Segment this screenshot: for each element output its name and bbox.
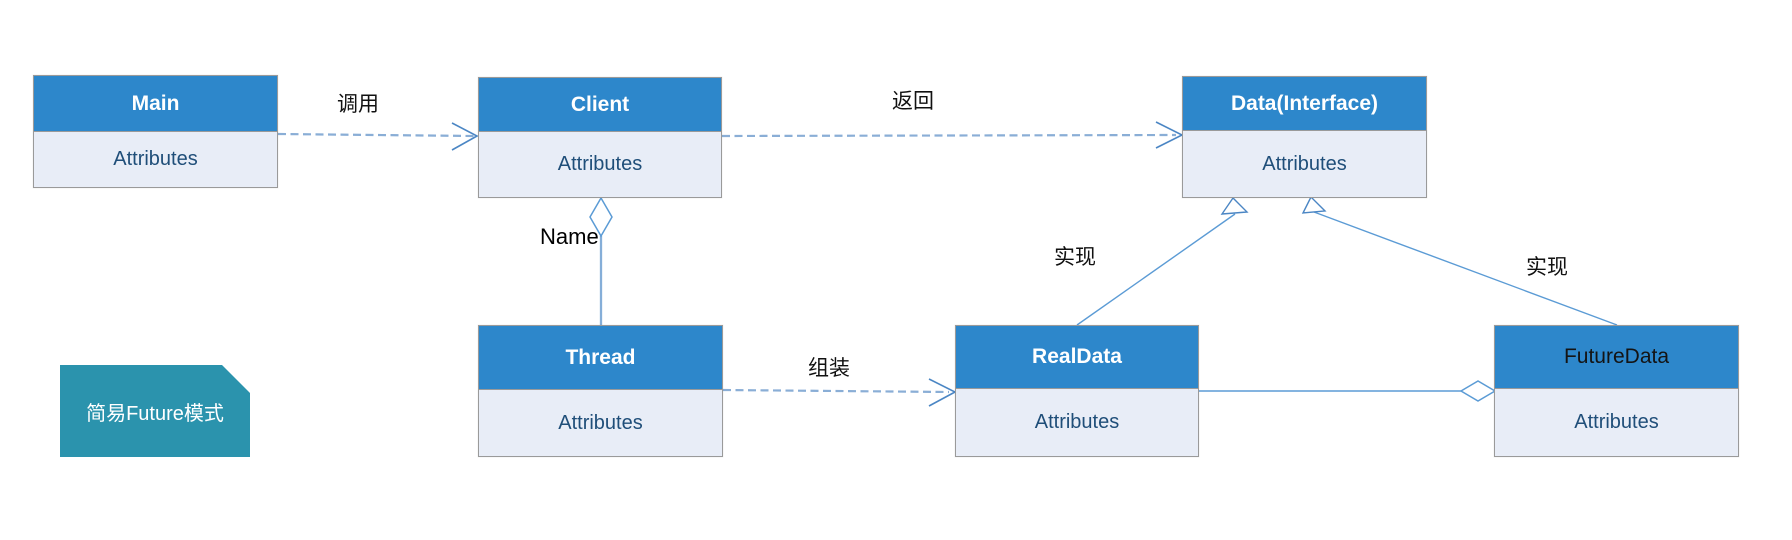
note-simple-future-pattern: 简易Future模式 — [60, 365, 250, 457]
class-attributes-futuredata: Attributes — [1574, 411, 1659, 433]
class-attributes-thread: Attributes — [558, 411, 643, 434]
class-box-client: Client Attributes — [478, 77, 722, 198]
edge-label-call: 调用 — [337, 93, 379, 116]
edge-client-data — [721, 121, 1184, 149]
class-box-data-interface: Data(Interface) Attributes — [1182, 76, 1427, 198]
class-box-thread: Thread Attributes — [478, 325, 723, 457]
note-text: 简易Future模式 — [86, 402, 224, 425]
edge-label-assemble: 组装 — [808, 357, 850, 380]
edge-label-implement-futuredata: 实现 — [1526, 256, 1568, 279]
edge-label-implement-realdata: 实现 — [1054, 246, 1096, 269]
class-attributes-main: Attributes — [113, 148, 198, 170]
edge-label-name: Name — [540, 224, 599, 249]
edge-realdata-data — [1076, 196, 1249, 326]
edge-main-client — [277, 122, 479, 151]
edge-client-thread — [589, 196, 613, 325]
edge-label-return: 返回 — [892, 90, 934, 113]
class-title-thread: Thread — [479, 326, 722, 390]
class-box-main: Main Attributes — [33, 75, 278, 188]
class-title-main: Main — [34, 76, 277, 132]
class-attributes-client: Attributes — [557, 153, 643, 175]
class-box-futuredata: FutureData Attributes — [1494, 325, 1739, 457]
class-attributes-realdata: Attributes — [1034, 411, 1120, 433]
class-title-client: Client — [479, 78, 721, 132]
class-title-realdata: RealData — [956, 326, 1198, 389]
class-title-data-interface: Data(Interface) — [1183, 77, 1426, 131]
edge-futuredata-data — [1301, 195, 1618, 326]
class-title-futuredata: FutureData — [1495, 326, 1738, 389]
class-attributes-data-interface: Attributes — [1262, 152, 1347, 175]
edge-thread-realdata — [722, 378, 957, 407]
class-box-realdata: RealData Attributes — [955, 325, 1199, 457]
edge-realdata-futuredata — [1199, 380, 1497, 402]
